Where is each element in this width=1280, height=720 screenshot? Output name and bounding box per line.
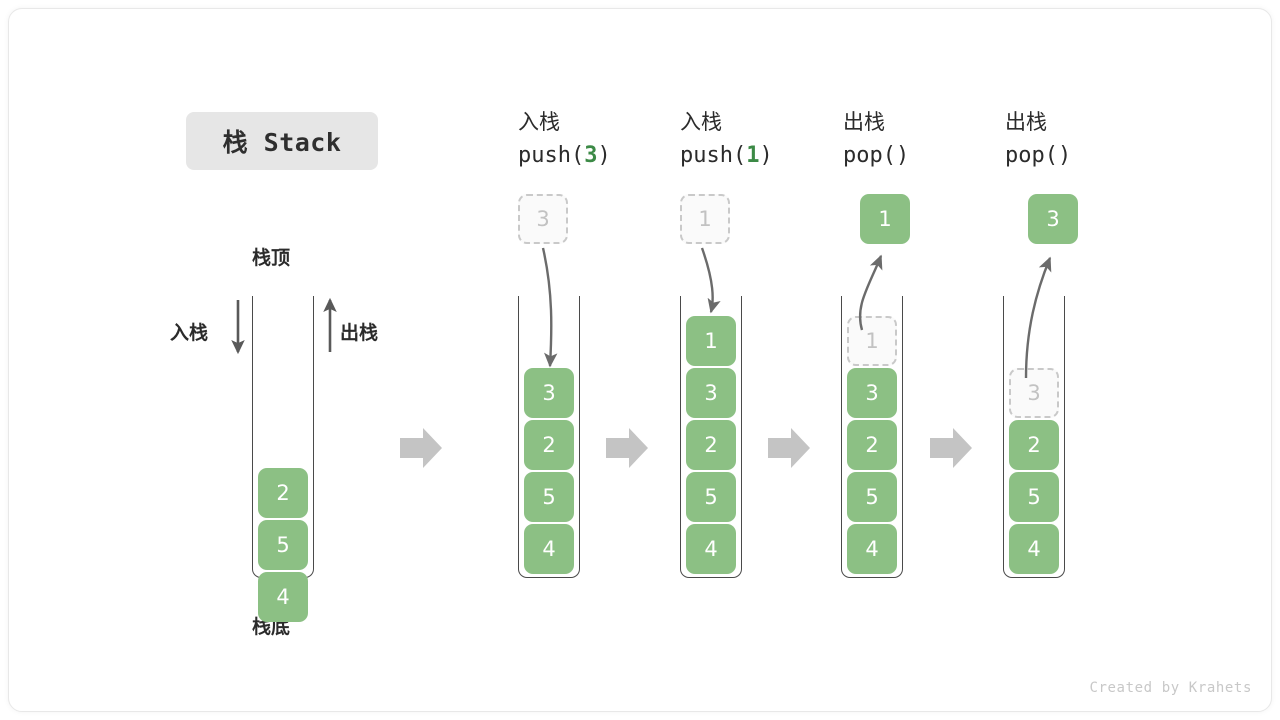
header-push-1-cn: 入栈	[680, 110, 722, 134]
stack-after-pop-1-slot-0: 3	[847, 368, 897, 418]
pending-push-1-box: 1	[680, 194, 730, 244]
stack-after-push-3-slot-0: 3	[524, 368, 574, 418]
credit-text: Created by Krahets	[1089, 680, 1252, 696]
stack-after-push-1-slot-2: 2	[686, 420, 736, 470]
stack-after-pop-1-container	[841, 296, 903, 578]
header-pop-3-cn: 出栈	[1005, 110, 1047, 134]
stack-after-pop-1-slot-3: 4	[847, 524, 897, 574]
stack-after-push-1-slot-1: 3	[686, 368, 736, 418]
popped-value-1-box: 1	[860, 194, 910, 244]
pop-direction-label: 出栈	[340, 322, 379, 344]
header-push-1-code: push(1)	[680, 143, 773, 168]
stack-after-pop-3-slot-1: 5	[1009, 472, 1059, 522]
pending-push-3-box: 3	[518, 194, 568, 244]
stack-after-push-1-container	[680, 296, 742, 578]
header-pop-1-code: pop()	[843, 143, 910, 168]
popped-value-3-box: 3	[1028, 194, 1078, 244]
stack-after-push-1-slot-3: 5	[686, 472, 736, 522]
stack-after-pop-3-slot-0: 2	[1009, 420, 1059, 470]
stack-initial-slot-0: 2	[258, 468, 308, 518]
stack-after-pop-3-ghost-slot: 3	[1009, 368, 1059, 418]
stack-after-push-3-container	[518, 296, 580, 578]
header-pop-3-code: pop()	[1005, 143, 1072, 168]
stack-after-push-1-slot-0: 1	[686, 316, 736, 366]
stack-after-push-3-slot-1: 2	[524, 420, 574, 470]
header-pop-1: 出栈 pop()	[843, 105, 909, 173]
stack-after-push-3-slot-2: 5	[524, 472, 574, 522]
push-direction-label: 入栈	[170, 322, 209, 344]
header-push-1: 入栈 push(1)	[680, 105, 773, 173]
stack-initial-slot-2: 4	[258, 572, 308, 622]
stack-after-pop-1-slot-1: 2	[847, 420, 897, 470]
stack-after-pop-3-slot-2: 4	[1009, 524, 1059, 574]
stack-initial-slot-1: 5	[258, 520, 308, 570]
header-pop-3: 出栈 pop()	[1005, 105, 1071, 173]
header-push-1-arg: 1	[746, 143, 760, 168]
stack-after-pop-3-container	[1003, 296, 1065, 578]
header-pop-1-cn: 出栈	[843, 110, 885, 134]
stack-top-label: 栈顶	[252, 247, 291, 269]
diagram-title: 栈 Stack	[186, 112, 378, 170]
header-push-3: 入栈 push(3)	[518, 105, 611, 173]
stack-after-pop-1-ghost-slot: 1	[847, 316, 897, 366]
stack-after-push-1-slot-4: 4	[686, 524, 736, 574]
stack-after-pop-1-slot-2: 5	[847, 472, 897, 522]
header-push-3-cn: 入栈	[518, 110, 560, 134]
stack-after-push-3-slot-3: 4	[524, 524, 574, 574]
header-push-3-arg: 3	[584, 143, 598, 168]
header-push-3-code: push(3)	[518, 143, 611, 168]
